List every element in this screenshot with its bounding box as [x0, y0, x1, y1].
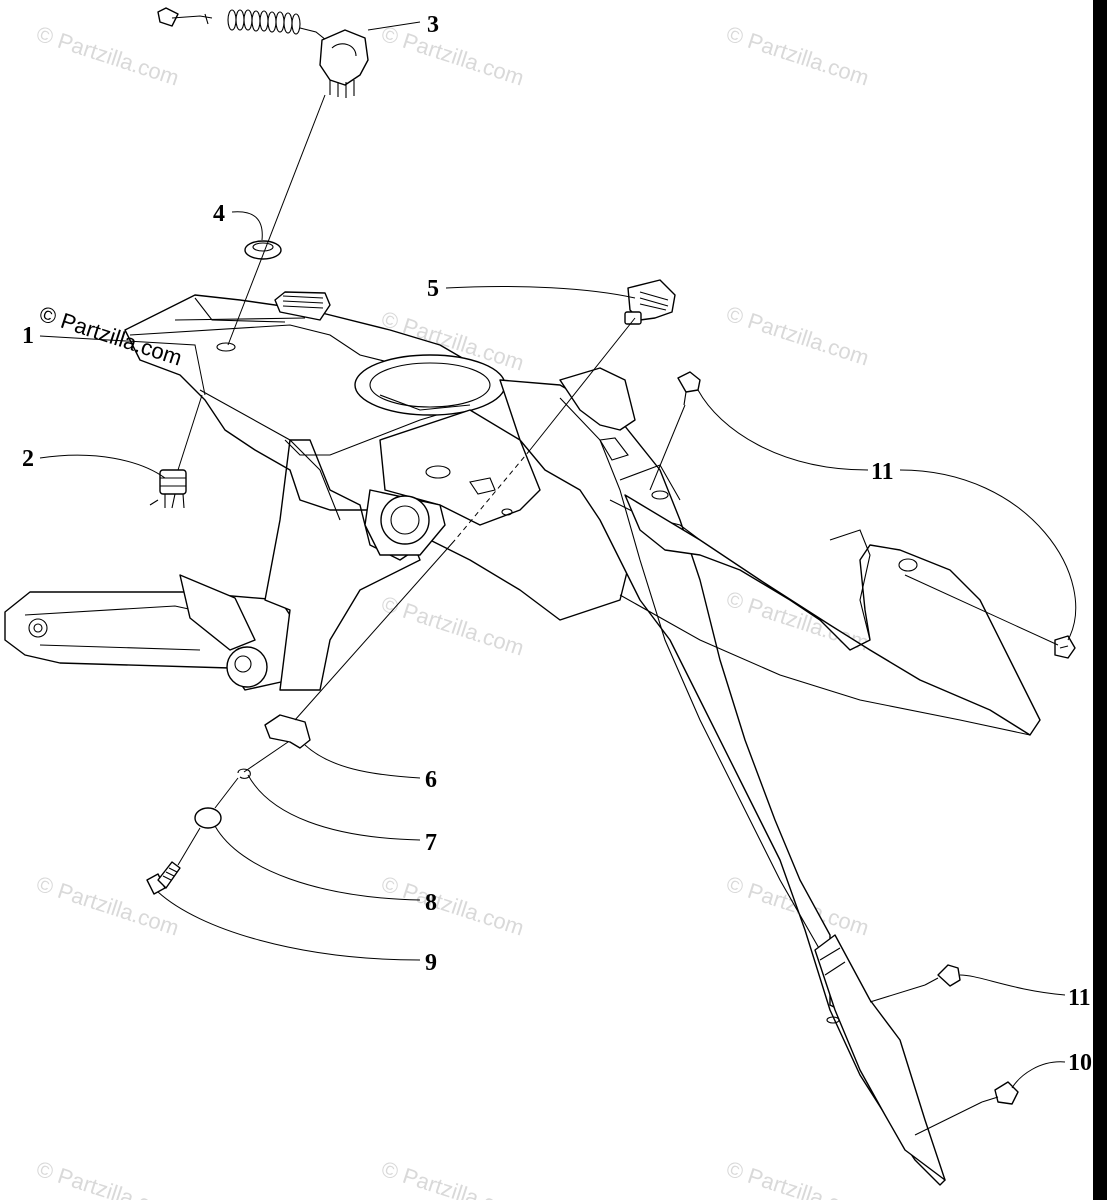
callout-labels: 1 2 3 4 5 6 7 8 9 10 11 11	[22, 12, 1092, 1076]
watermark: © Partzilla.com	[723, 1156, 872, 1200]
callout-6: 6	[425, 767, 437, 793]
assembly-lines	[177, 94, 1059, 1136]
watermark: © Partzilla.com	[378, 21, 527, 91]
callout-10: 10	[1068, 1050, 1092, 1076]
leader-lines	[39, 21, 1077, 1089]
watermark: © Partzilla.com	[723, 301, 872, 371]
callout-1: 1	[22, 323, 34, 349]
switch-part	[149, 469, 187, 509]
flat-washer-part	[194, 807, 222, 829]
clip-part	[264, 714, 311, 749]
callout-5: 5	[427, 276, 439, 302]
tether-cord-part	[157, 7, 369, 98]
callout-11-lower: 11	[1068, 985, 1091, 1011]
screw-part	[1054, 635, 1076, 659]
screw-part	[924, 964, 961, 987]
watermark: © Partzilla.com	[33, 21, 182, 91]
callout-11-upper: 11	[871, 459, 894, 485]
watermark: © Partzilla.com	[378, 871, 527, 941]
knob-part	[624, 279, 676, 325]
lock-washer-part	[237, 768, 251, 779]
callout-7: 7	[425, 830, 437, 856]
watermark: © Partzilla.com	[723, 21, 872, 91]
grommet-part	[244, 240, 282, 260]
callout-9: 9	[425, 950, 437, 976]
watermark: © Partzilla.com	[33, 1156, 182, 1200]
screw-part	[677, 371, 701, 406]
callout-4: 4	[213, 201, 225, 227]
screw-part	[981, 1081, 1019, 1105]
callout-3: 3	[427, 12, 439, 38]
right-edge-bar	[1093, 0, 1107, 1200]
console-panel-part	[4, 291, 1041, 1186]
watermark: © Partzilla.com	[378, 1156, 527, 1200]
callout-8: 8	[425, 890, 437, 916]
callout-2: 2	[22, 446, 34, 472]
bolt-part	[146, 861, 181, 895]
